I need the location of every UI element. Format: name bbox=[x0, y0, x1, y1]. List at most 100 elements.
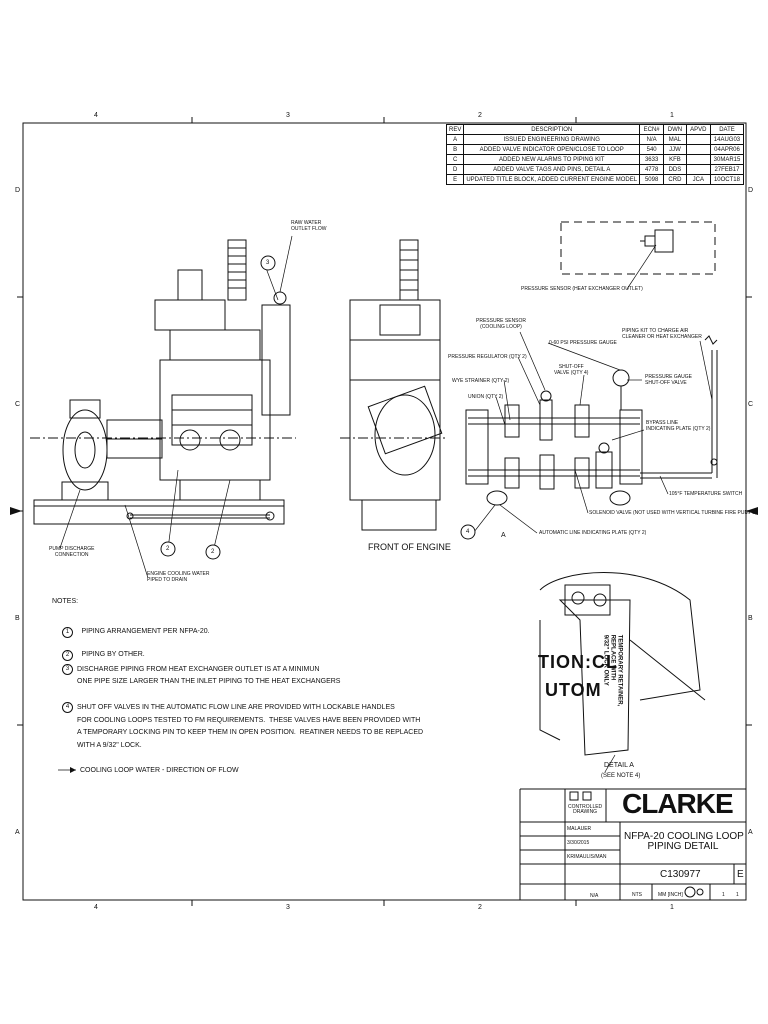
revision-header-row: REV DESCRIPTION ECN# DWN APVD DATE bbox=[445, 124, 745, 135]
note-2: 2 PIPING BY OTHER. bbox=[62, 643, 145, 661]
note-number: 4 bbox=[62, 702, 73, 713]
note-text: DISCHARGE PIPING FROM HEAT EXCHANGER OUT… bbox=[77, 666, 341, 685]
ecn-cell: N/A bbox=[639, 134, 665, 145]
rev-cell: C bbox=[445, 154, 465, 165]
zone-bottom-3: 3 bbox=[286, 904, 290, 911]
note-text: SHUT OFF VALVES IN THE AUTOMATIC FLOW LI… bbox=[77, 704, 424, 749]
date-cell: 30MAR15 bbox=[709, 154, 745, 165]
dwn-cell: JJW bbox=[663, 144, 687, 155]
dwn-cell: MAL bbox=[663, 134, 687, 145]
ecn-cell: 4778 bbox=[639, 164, 665, 175]
date-header: DATE bbox=[709, 124, 745, 135]
table-row: B ADDED VALVE INDICATOR OPEN/CLOSE TO LO… bbox=[445, 144, 745, 155]
clarke-logo: CLARKE bbox=[622, 788, 734, 819]
pressure-sensor-detail bbox=[560, 221, 716, 275]
automatic-line-label: AUTOMATIC LINE INDICATING PLATE (QTY 2) bbox=[539, 530, 647, 536]
zone-left-b: B bbox=[15, 615, 20, 622]
detail-a-title: DETAIL A bbox=[604, 762, 634, 769]
sheet-of: 1 bbox=[736, 892, 739, 898]
ecn-header: ECN# bbox=[639, 124, 665, 135]
note-number: 1 bbox=[62, 627, 73, 638]
front-of-engine-label: FRONT OF ENGINE bbox=[368, 542, 451, 552]
apvd-cell bbox=[685, 164, 711, 175]
engine-side-view bbox=[30, 239, 296, 525]
description-cell: UPDATED TITLE BLOCK, ADDED CURRENT ENGIN… bbox=[463, 174, 641, 185]
note-3: 3 DISCHARGE PIPING FROM HEAT EXCHANGER O… bbox=[62, 664, 340, 688]
zone-top-3: 3 bbox=[286, 112, 290, 119]
solenoid-valve-label: SOLENOID VALVE (NOT USED WITH VERTICAL T… bbox=[589, 510, 757, 516]
pressure-regulator-label: PRESSURE REGULATOR (QTY 2) bbox=[448, 354, 527, 360]
note-text: PIPING BY OTHER. bbox=[81, 651, 145, 658]
zone-right-d: D bbox=[748, 187, 754, 194]
zone-top-4: 4 bbox=[94, 112, 98, 119]
zone-left-a: A bbox=[15, 829, 20, 836]
table-row: D ADDED VALVE TAGS AND PINS, DETAIL A 47… bbox=[445, 164, 745, 175]
stencil-text-1: TION:CL bbox=[538, 652, 618, 672]
retainer-tag-text: TEMPORARY RETAINER, REPLACE WITH 9/32" L… bbox=[602, 634, 623, 707]
callout-4: 4 bbox=[466, 529, 470, 535]
detail-a-drawing bbox=[539, 572, 706, 756]
dwn-header: DWN bbox=[663, 124, 687, 135]
apvd-cell bbox=[685, 144, 711, 155]
pressure-sensor-loop-label: PRESSURE SENSOR (COOLING LOOP) bbox=[476, 318, 527, 330]
pressure-gauge-label: 0-60 PSI PRESSURE GAUGE bbox=[549, 340, 617, 346]
shutoff-valve-label: SHUT-OFF VALVE (QTY 4) bbox=[554, 364, 589, 376]
cooling-loop-piping bbox=[465, 335, 718, 506]
zone-right-b: B bbox=[748, 615, 753, 622]
rev-cell: D bbox=[445, 164, 465, 175]
na-field: N/A bbox=[590, 893, 599, 899]
note-number: 3 bbox=[62, 664, 73, 675]
ecn-cell: 540 bbox=[639, 144, 665, 155]
dwn-cell: KFB bbox=[663, 154, 687, 165]
raw-water-label: RAW WATER OUTLET FLOW bbox=[291, 220, 327, 232]
dwn-cell: DDS bbox=[663, 164, 687, 175]
table-row: C ADDED NEW ALARMS TO PIPING KIT 3633 KF… bbox=[445, 154, 745, 165]
pressure-gauge-shutoff-label: PRESSURE GAUGE SHUT-OFF VALVE bbox=[645, 374, 692, 386]
date-cell: 04APR06 bbox=[709, 144, 745, 155]
piping-kit-label: PIPING KIT TO CHARGE AIR CLEANER OR HEAT… bbox=[622, 328, 702, 340]
ecn-cell: 3633 bbox=[639, 154, 665, 165]
sheet-number: 1 bbox=[722, 892, 725, 898]
ecn-cell: 5098 bbox=[639, 174, 665, 185]
checked-by: KRIMAULIS/MAN bbox=[567, 854, 607, 860]
pump-discharge-label: PUMP DISCHARGE CONNECTION bbox=[49, 546, 95, 558]
description-cell: ISSUED ENGINEERING DRAWING bbox=[463, 134, 641, 145]
drawing-number: C130977 bbox=[660, 869, 701, 880]
callout-3: 3 bbox=[266, 260, 270, 266]
description-cell: ADDED VALVE INDICATOR OPEN/CLOSE TO LOOP bbox=[463, 144, 641, 155]
apvd-header: APVD bbox=[685, 124, 711, 135]
scale-field: NTS bbox=[632, 892, 642, 898]
zone-left-c: C bbox=[15, 401, 21, 408]
see-note-4: (SEE NOTE 4) bbox=[601, 773, 641, 779]
rev-cell: B bbox=[445, 144, 465, 155]
notes-heading: NOTES: bbox=[52, 598, 79, 605]
date-cell: 10OCT18 bbox=[709, 174, 745, 185]
zone-top-1: 1 bbox=[670, 112, 674, 119]
zone-bottom-2: 2 bbox=[478, 904, 482, 911]
flow-legend: COOLING LOOP WATER - DIRECTION OF FLOW bbox=[80, 767, 239, 774]
units-field: MM [INCH] bbox=[658, 892, 683, 898]
union-label: UNION (QTY 2) bbox=[468, 394, 504, 400]
date-cell: 14AUG03 bbox=[709, 134, 745, 145]
wye-strainer-label: WYE STRAINER (QTY 2) bbox=[452, 378, 510, 384]
apvd-cell bbox=[685, 134, 711, 145]
description-cell: ADDED VALVE TAGS AND PINS, DETAIL A bbox=[463, 164, 641, 175]
zone-right-c: C bbox=[748, 401, 754, 408]
zone-right-a: A bbox=[748, 829, 753, 836]
note-text: PIPING ARRANGEMENT PER NFPA-20. bbox=[81, 628, 210, 635]
drawn-by: MALAUER bbox=[567, 826, 592, 832]
revision-table: REV DESCRIPTION ECN# DWN APVD DATE A ISS… bbox=[445, 124, 745, 185]
zone-left-d: D bbox=[15, 187, 21, 194]
apvd-cell bbox=[685, 154, 711, 165]
bypass-line-label: BYPASS LINE INDICATING PLATE (QTY 2) bbox=[646, 420, 711, 432]
drawn-date: 3/30/2015 bbox=[567, 840, 590, 846]
note-1: 1 PIPING ARRANGEMENT PER NFPA-20. bbox=[62, 620, 210, 638]
zone-top-2: 2 bbox=[478, 112, 482, 119]
rev-cell: E bbox=[445, 174, 465, 185]
engine-cooling-label: ENGINE COOLING WATER PIPED TO DRAIN bbox=[147, 571, 210, 583]
pressure-sensor-hx-label: PRESSURE SENSOR (HEAT EXCHANGER OUTLET) bbox=[521, 286, 643, 292]
detail-a-marker: A bbox=[501, 532, 506, 539]
table-row: A ISSUED ENGINEERING DRAWING N/A MAL 14A… bbox=[445, 134, 745, 145]
date-cell: 27FEB17 bbox=[709, 164, 745, 175]
